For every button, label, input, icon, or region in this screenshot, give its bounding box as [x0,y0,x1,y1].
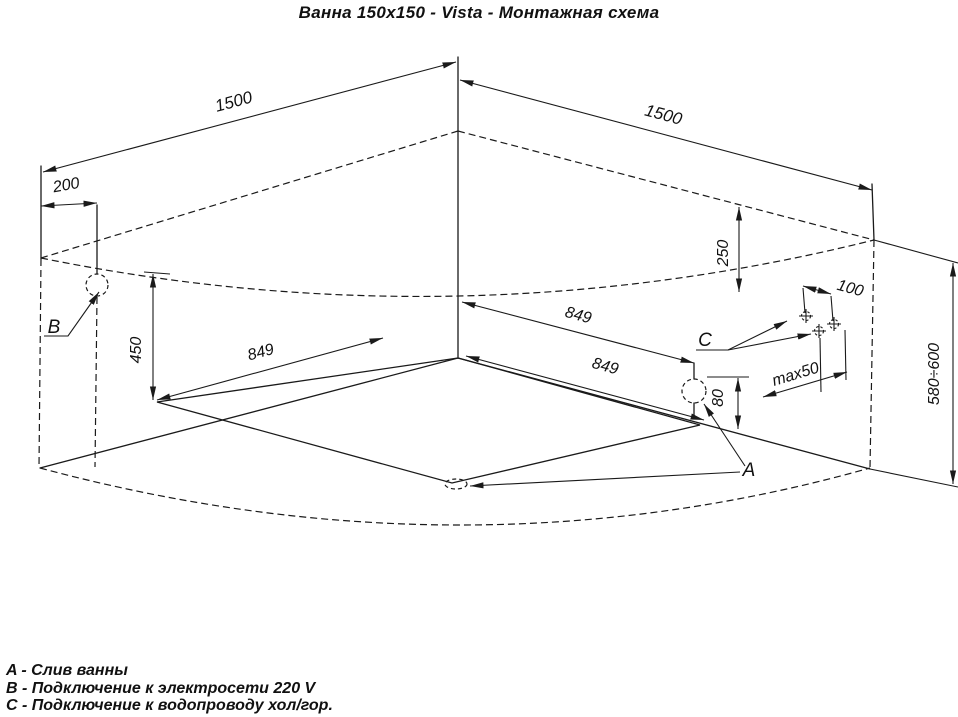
leader-a-to-drain [703,403,746,467]
marker-b: B [48,317,61,338]
dim-bottom-left: 849 [246,341,276,364]
drain-symbol [444,362,707,490]
bathtub-bottom-outline [156,357,701,484]
dimension-lines [40,61,958,488]
legend-item-c: C - Подключение к водопроводу хол/гор. [6,697,333,714]
dim-c-drop: 250 [715,240,732,268]
dim-drain-rim: 849 [563,304,593,327]
marker-c: C [698,330,712,351]
legend-item-a: A - Слив ванны [6,662,128,679]
dim-c-spacing: 100 [835,277,865,300]
water-connection-symbols [799,309,841,338]
legend-item-b: B - Подключение к электросети 220 V [6,679,316,697]
dim-wall-right: 1500 [643,101,685,129]
leader-c-2 [727,333,812,351]
marker-letters: A B C [48,317,756,481]
dim-c-wall-max: max50 [770,360,821,390]
room-wall-lines [39,56,875,470]
dim-drain-height: 80 [710,389,727,407]
leader-lines [44,291,812,489]
leader-a-to-floor-outlet [469,471,741,489]
electric-connection-symbol [85,204,109,297]
dim-rim-to-bottom: 450 [128,337,145,364]
marker-a: A [742,460,756,481]
dim-drain-floor: 849 [590,355,620,378]
leader-b [44,291,100,337]
dim-bath-height: 580÷600 [926,343,943,405]
drain-floor-outlet [444,478,468,490]
dim-b-offset: 200 [51,175,81,197]
dimension-texts: 1500 1500 200 250 100 max50 80 450 849 8… [51,87,943,406]
dim-wall-left: 1500 [213,87,255,115]
legend: A - Слив ванны B - Подключение к электро… [6,662,333,715]
page-title: Ванна 150x150 - Vista - Монтажная схема [298,3,660,22]
